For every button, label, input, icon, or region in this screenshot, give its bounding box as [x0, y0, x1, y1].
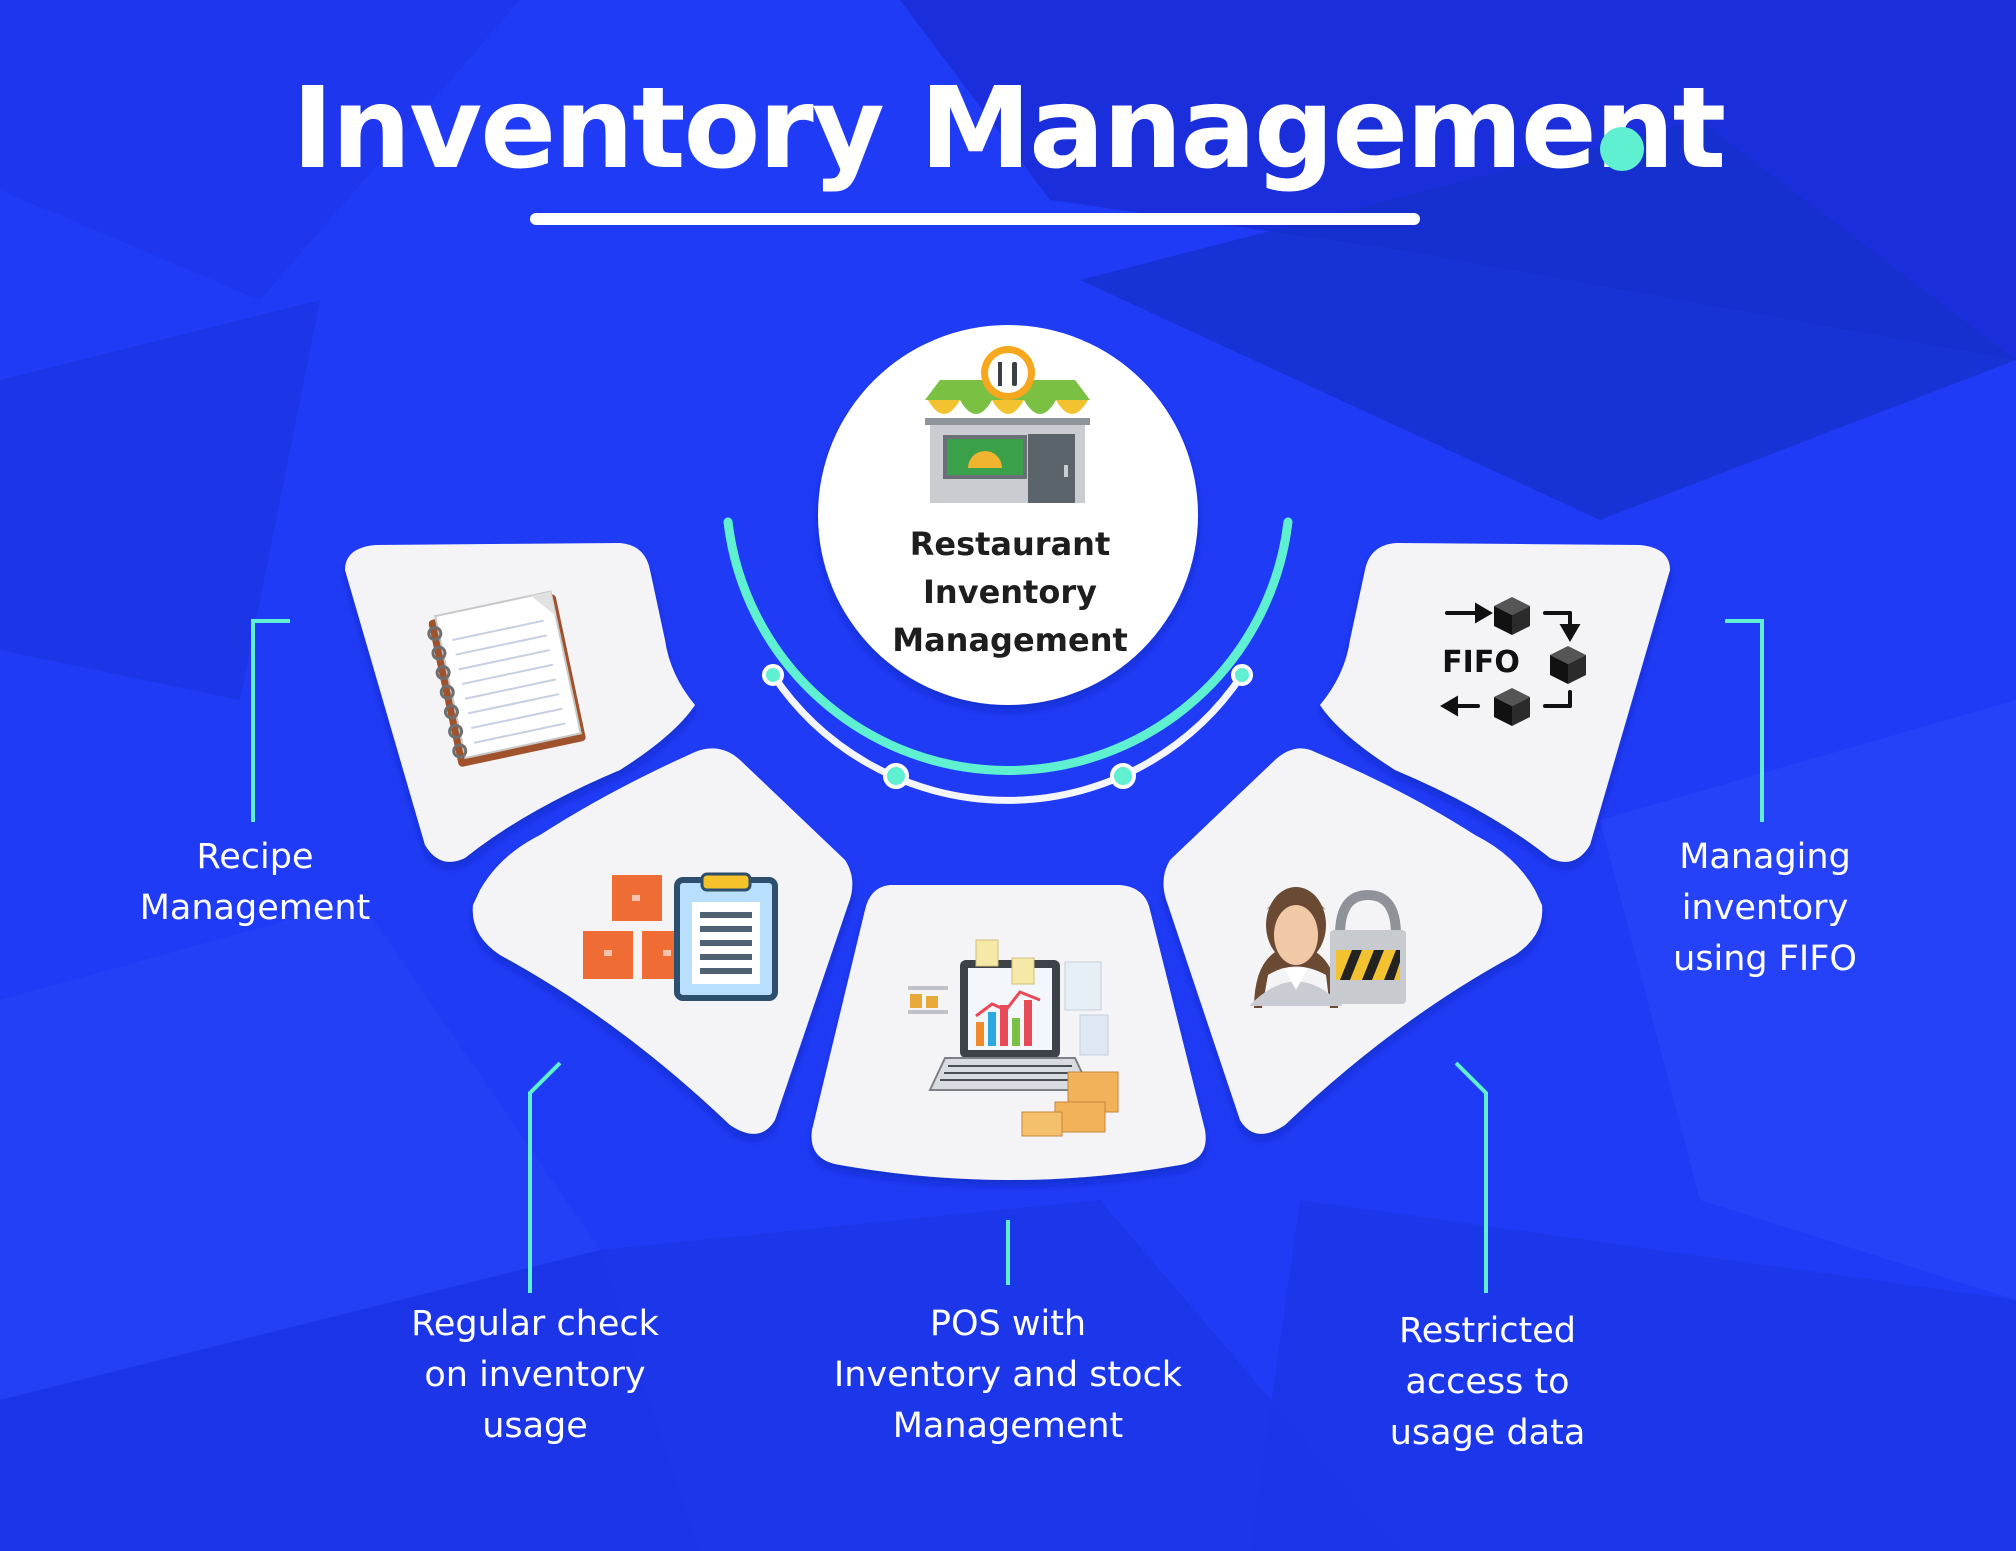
connector-inventory-check: [528, 1061, 562, 1293]
center-circle: [818, 325, 1198, 705]
label-pos-inventory: POS with Inventory and stock Management: [833, 1304, 1183, 1446]
center-label: Restaurant Inventory Management: [892, 525, 1128, 659]
label-restricted-access: Restricted access to usage data: [1389, 1311, 1586, 1453]
fifo-icon-text: FIFO: [1442, 645, 1520, 680]
restaurant-store-icon: [925, 346, 1090, 503]
notebook-icon: [427, 590, 586, 767]
connector-recipe: [251, 619, 290, 822]
label-fifo: Managing inventory using FIFO: [1673, 837, 1857, 979]
laptop-analytics-icon: [908, 939, 1119, 1137]
label-regular-check: Regular check on inventory usage: [411, 1304, 659, 1446]
fifo-icon: FIFO: [1440, 597, 1586, 726]
title-dot: [1600, 127, 1644, 171]
user-lock-icon: [1250, 887, 1406, 1008]
connector-fifo: [1725, 619, 1764, 822]
boxes-clipboard-icon: [583, 872, 778, 1001]
label-recipe-management: Recipe Management: [139, 837, 371, 928]
connector-lines: [251, 619, 1764, 1293]
connector-restricted: [1454, 1061, 1488, 1293]
center-arc: [723, 517, 1293, 804]
page-title: Inventory Management: [291, 64, 1726, 194]
title-underline: [530, 213, 1420, 225]
